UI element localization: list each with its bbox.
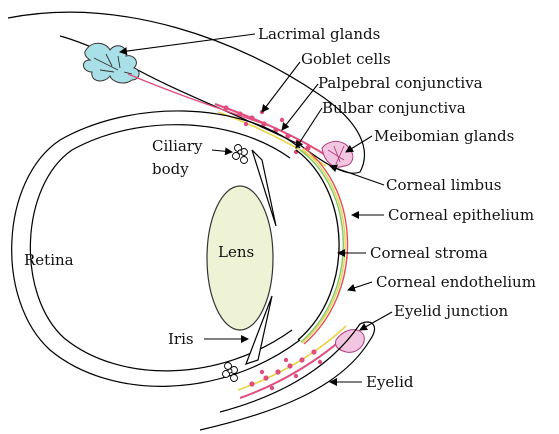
label-ciliary-body: body bbox=[152, 160, 189, 178]
label-palpebral-conjunctiva: Palpebral conjunctiva bbox=[318, 74, 483, 92]
label-ciliary: Ciliary bbox=[152, 137, 203, 155]
label-meibomian-glands: Meibomian glands bbox=[374, 127, 514, 145]
label-corneal-epithelium: Corneal epithelium bbox=[388, 206, 534, 224]
lacrimal-gland bbox=[83, 43, 139, 83]
label-bulbar-conjunctiva: Bulbar conjunctiva bbox=[322, 99, 466, 117]
label-iris: Iris bbox=[168, 330, 194, 348]
label-corneal-limbus: Corneal limbus bbox=[386, 176, 502, 194]
label-lens: Lens bbox=[218, 243, 254, 261]
lacrimal-duct bbox=[128, 74, 270, 126]
label-goblet-cells: Goblet cells bbox=[301, 50, 391, 68]
cornea bbox=[296, 148, 348, 344]
label-lacrimal-glands: Lacrimal glands bbox=[258, 25, 380, 43]
label-corneal-endothelium: Corneal endothelium bbox=[376, 273, 536, 291]
label-eyelid: Eyelid bbox=[366, 373, 414, 391]
label-eyelid-junction: Eyelid junction bbox=[394, 302, 508, 320]
lower-conjunctiva bbox=[238, 326, 350, 398]
label-retina: Retina bbox=[24, 251, 74, 269]
ciliary-body-upper bbox=[233, 145, 248, 164]
label-corneal-stroma: Corneal stroma bbox=[370, 244, 488, 262]
ciliary-body-lower bbox=[223, 363, 238, 382]
lacrimal-gland-shape bbox=[83, 43, 139, 83]
